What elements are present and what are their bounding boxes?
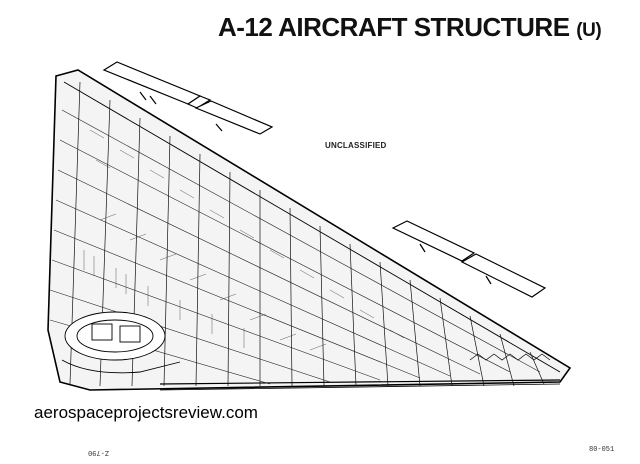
title-main: A-12 AIRCRAFT STRUCTURE xyxy=(218,12,570,42)
lower-edge-panels xyxy=(391,220,547,298)
footer-code-right: 80-051 xyxy=(589,446,615,454)
edge-panel xyxy=(460,253,547,298)
title-suffix: (U) xyxy=(576,20,602,41)
edge-panel xyxy=(391,220,476,262)
cockpit-section xyxy=(61,311,181,374)
page-title: A-12 AIRCRAFT STRUCTURE (U) xyxy=(218,12,602,43)
airframe xyxy=(47,69,572,391)
watermark-text: aerospaceprojectsreview.com xyxy=(34,403,258,422)
edge-panel xyxy=(186,95,212,109)
classification-marking: UNCLASSIFIED xyxy=(325,141,387,150)
upper-edge-panels xyxy=(102,61,274,135)
edge-panel xyxy=(194,100,274,135)
footer-code-left: Z-790 xyxy=(88,448,110,456)
